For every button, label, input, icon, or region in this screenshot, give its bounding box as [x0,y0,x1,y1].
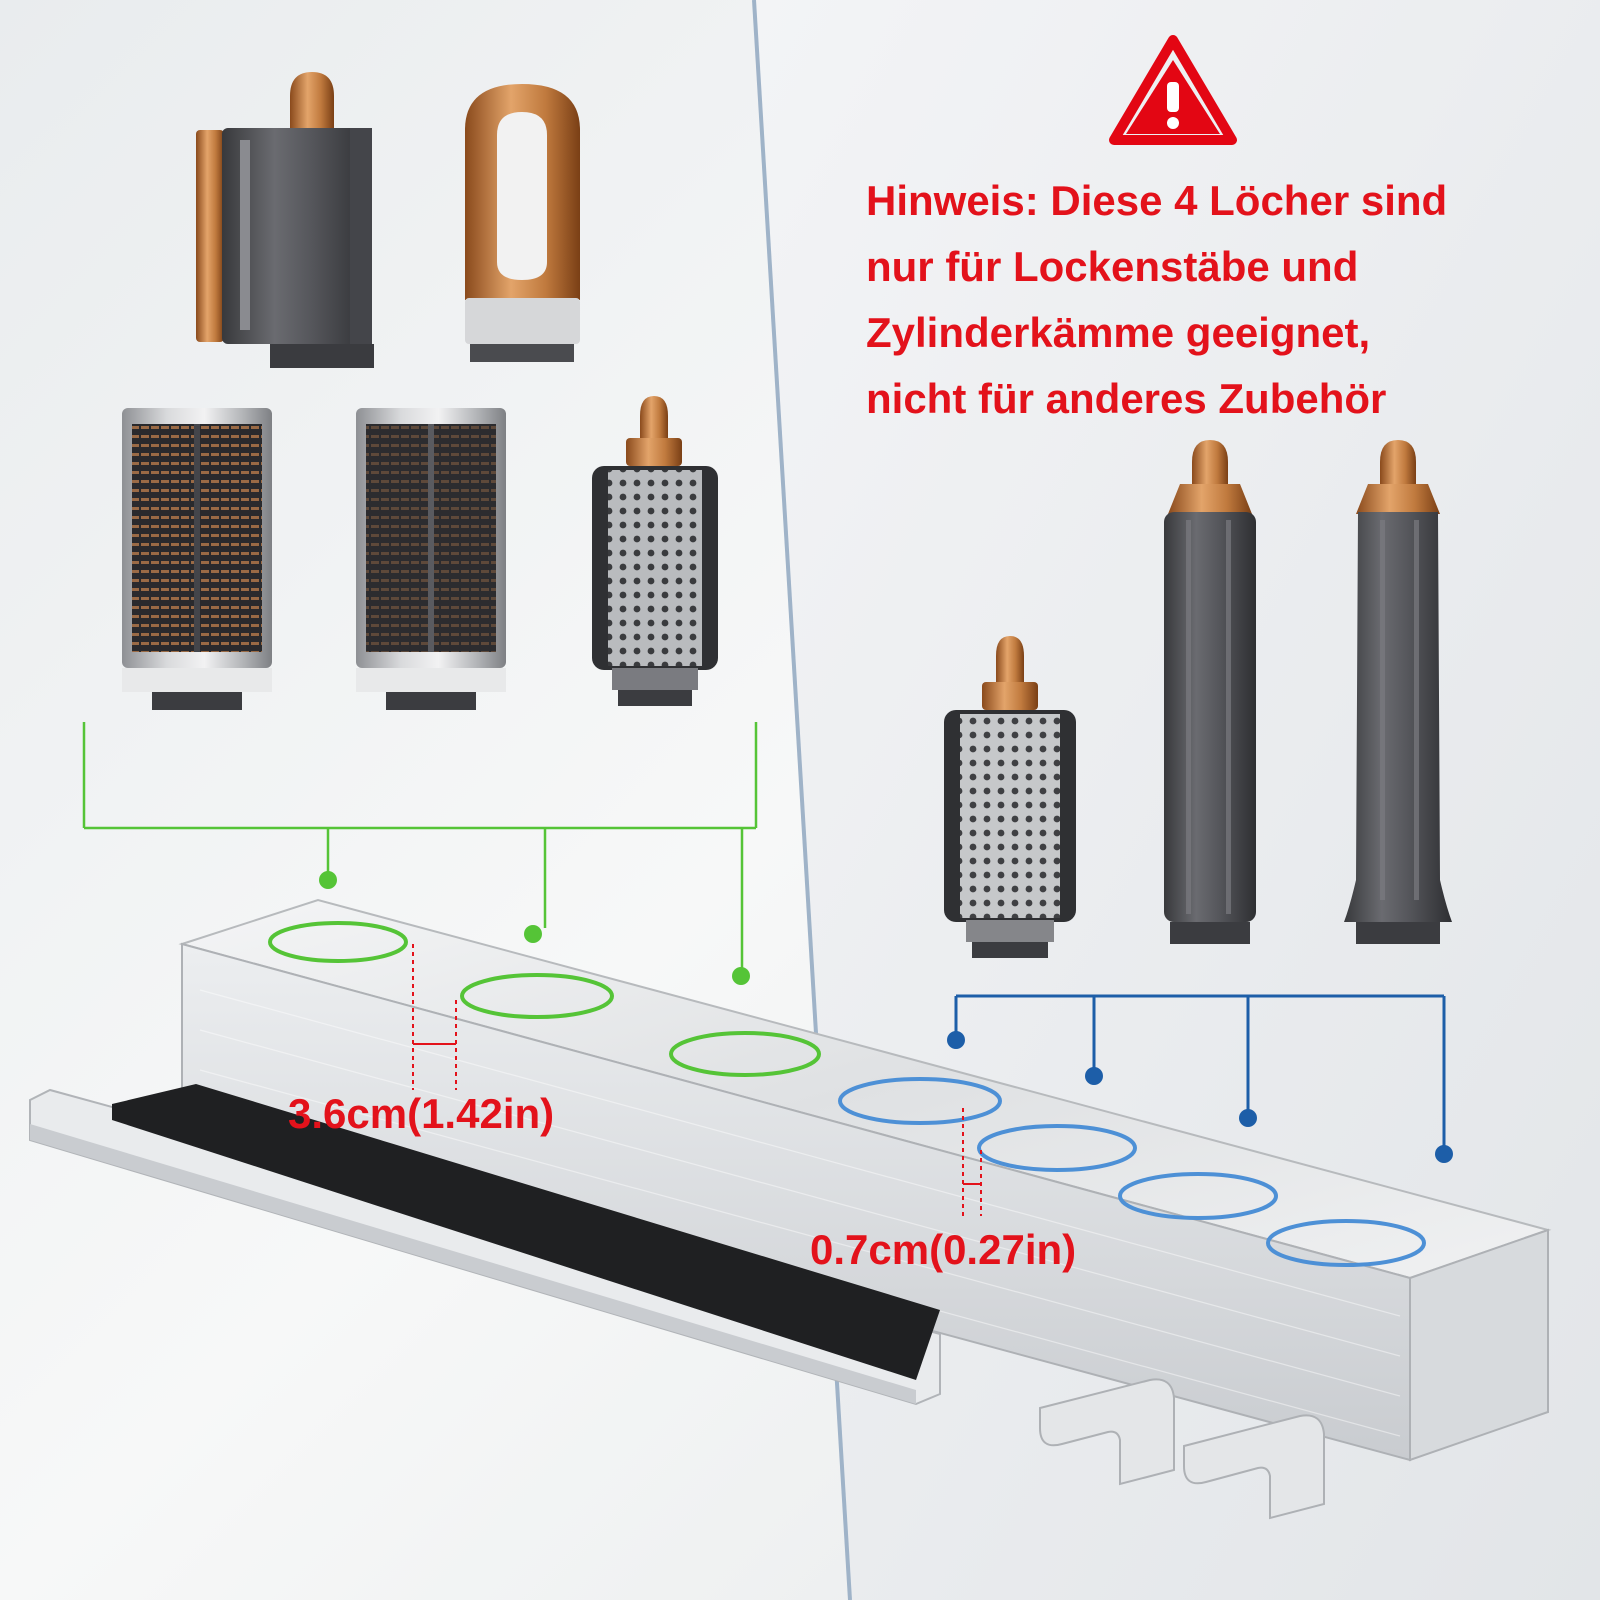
hole-outline [669,1031,821,1077]
firm-smoothing-brush [122,408,272,710]
blue-marker-dot [947,1031,965,1049]
round-brush-right [944,636,1076,958]
green-marker-dot [524,925,542,943]
round-brush-left [592,396,718,706]
blue-bracket [954,994,1446,1152]
hole-spacing-label: 3.6cm(1.42in) [288,1090,555,1137]
hole-outline [838,1077,1002,1125]
hole-outline [460,973,614,1019]
hole-outline [977,1124,1137,1172]
green-marker-dot [319,871,337,889]
blue-marker-dot [1085,1067,1103,1085]
hole-outline [268,921,408,963]
green-bracket [82,722,758,974]
spacing-dimension-marker [412,944,457,1090]
blue-hole-outlines [838,1077,1426,1267]
notice-line: Hinweis: Diese 4 Löcher sind [866,177,1448,224]
green-hole-outlines [268,921,821,1077]
warning-triangle-icon [1109,35,1237,145]
long-barrel-curler-1 [1164,440,1256,944]
long-barrel-curler-2 [1344,440,1452,944]
smoothing-dryer-attachment [196,72,374,368]
hole-outline [1118,1172,1278,1220]
notice-line: nur für Lockenstäbe und [866,243,1359,290]
gap-label: 0.7cm(0.27in) [810,1226,1077,1273]
notice-line: nicht für anderes Zubehör [866,375,1387,422]
green-marker-dot [732,967,750,985]
soft-smoothing-brush [356,408,506,710]
steel-holder [29,898,1552,1520]
compatibility-notice: Hinweis: Diese 4 Löcher sind nur für Loc… [866,168,1447,432]
gap-dimension-marker [962,1108,982,1216]
flyaway-loop-attachment [465,84,580,362]
hole-outline [1266,1219,1426,1267]
blue-marker-dot [1435,1145,1453,1163]
blue-marker-dot [1239,1109,1257,1127]
notice-line: Zylinderkämme geeignet, [866,309,1371,356]
